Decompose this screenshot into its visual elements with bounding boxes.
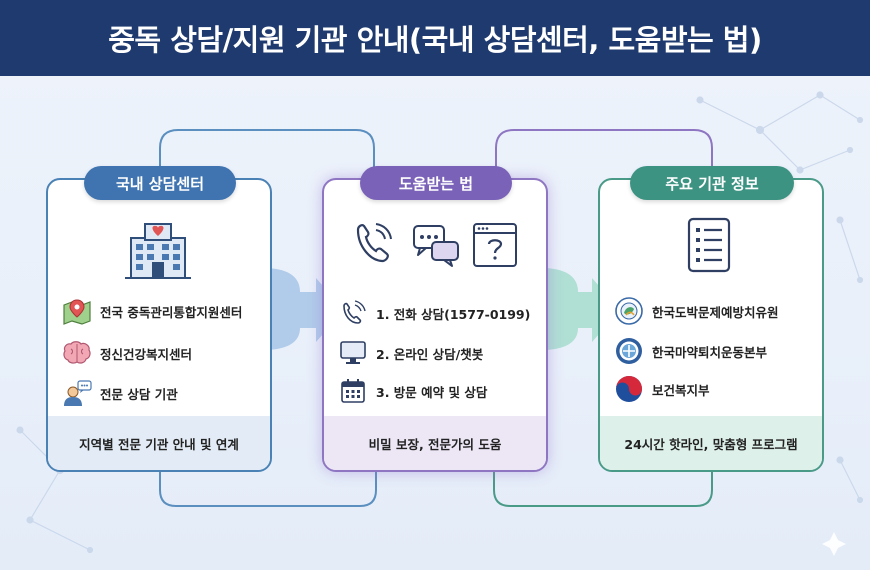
card-header-pill: 주요 기관 정보 — [630, 166, 794, 200]
phone-icon — [338, 298, 368, 328]
title-banner: 중독 상담/지원 기관 안내(국내 상담센터, 도움받는 법) — [0, 0, 870, 76]
list-item-label: 보건복지부 — [652, 382, 710, 398]
list-item-label: 한국마약퇴치운동본부 — [652, 344, 768, 360]
list-item-label: 2. 온라인 상담/챗봇 — [376, 346, 484, 362]
kcgp-logo-icon — [614, 296, 644, 326]
card-header-pill: 국내 상담센터 — [84, 166, 236, 200]
list-item[interactable]: 1. 전화 상담(1577-0199) — [338, 298, 538, 328]
monitor-icon — [338, 338, 368, 368]
map-pin-icon — [62, 296, 92, 326]
list-item-label: 전국 중독관리통합지원센터 — [100, 304, 243, 320]
calendar-icon — [338, 376, 368, 406]
chat-bubbles-icon — [413, 225, 459, 267]
card-footer: 비밀 보장, 전문가의 도움 — [324, 416, 546, 470]
list-item[interactable]: 2. 온라인 상담/챗봇 — [338, 338, 538, 368]
consultant-icon — [62, 378, 92, 408]
list-item-label: 3. 방문 예약 및 상담 — [376, 384, 488, 400]
list-item[interactable]: 전문 상담 기관 — [62, 378, 262, 408]
list-item[interactable]: 한국마약퇴치운동본부 — [614, 336, 814, 366]
hospital-building-icon — [125, 223, 191, 279]
list-item-label: 1. 전화 상담(1577-0199) — [376, 306, 531, 322]
checklist-document-icon — [687, 217, 731, 273]
kdac-logo-icon — [614, 336, 644, 366]
card-header-pill: 도움받는 법 — [360, 166, 512, 200]
list-item-label: 정신건강복지센터 — [100, 346, 193, 362]
page-title: 중독 상담/지원 기관 안내(국내 상담센터, 도움받는 법) — [108, 23, 762, 57]
list-item[interactable]: 보건복지부 — [614, 374, 814, 404]
card-footer: 24시간 핫라인, 맞춤형 프로그램 — [600, 416, 822, 470]
list-item-label: 한국도박문제예방치유원 — [652, 304, 779, 320]
list-item-label: 전문 상담 기관 — [100, 386, 178, 402]
taegeuk-logo-icon — [614, 374, 644, 404]
card-footer: 지역별 전문 기관 안내 및 연계 — [48, 416, 270, 470]
list-item[interactable]: 정신건강복지센터 — [62, 338, 262, 368]
phone-icon — [356, 223, 392, 263]
help-window-icon — [473, 223, 517, 267]
how-to-get-help-card: 1. 전화 상담(1577-0199) 2. 온라인 상담/챗봇 3. 방문 예… — [322, 178, 548, 472]
major-institutions-card: 한국도박문제예방치유원 한국마약퇴치운동본부 보건복지부 24시간 핫라인, 맞… — [598, 178, 824, 472]
brain-icon — [62, 338, 92, 368]
list-item[interactable]: 전국 중독관리통합지원센터 — [62, 296, 262, 326]
sparkle-icon — [822, 532, 846, 556]
list-item[interactable]: 한국도박문제예방치유원 — [614, 296, 814, 326]
list-item[interactable]: 3. 방문 예약 및 상담 — [338, 376, 538, 406]
domestic-center-card: 전국 중독관리통합지원센터 정신건강복지센터 전문 상담 기관 지역별 전문 기… — [46, 178, 272, 472]
